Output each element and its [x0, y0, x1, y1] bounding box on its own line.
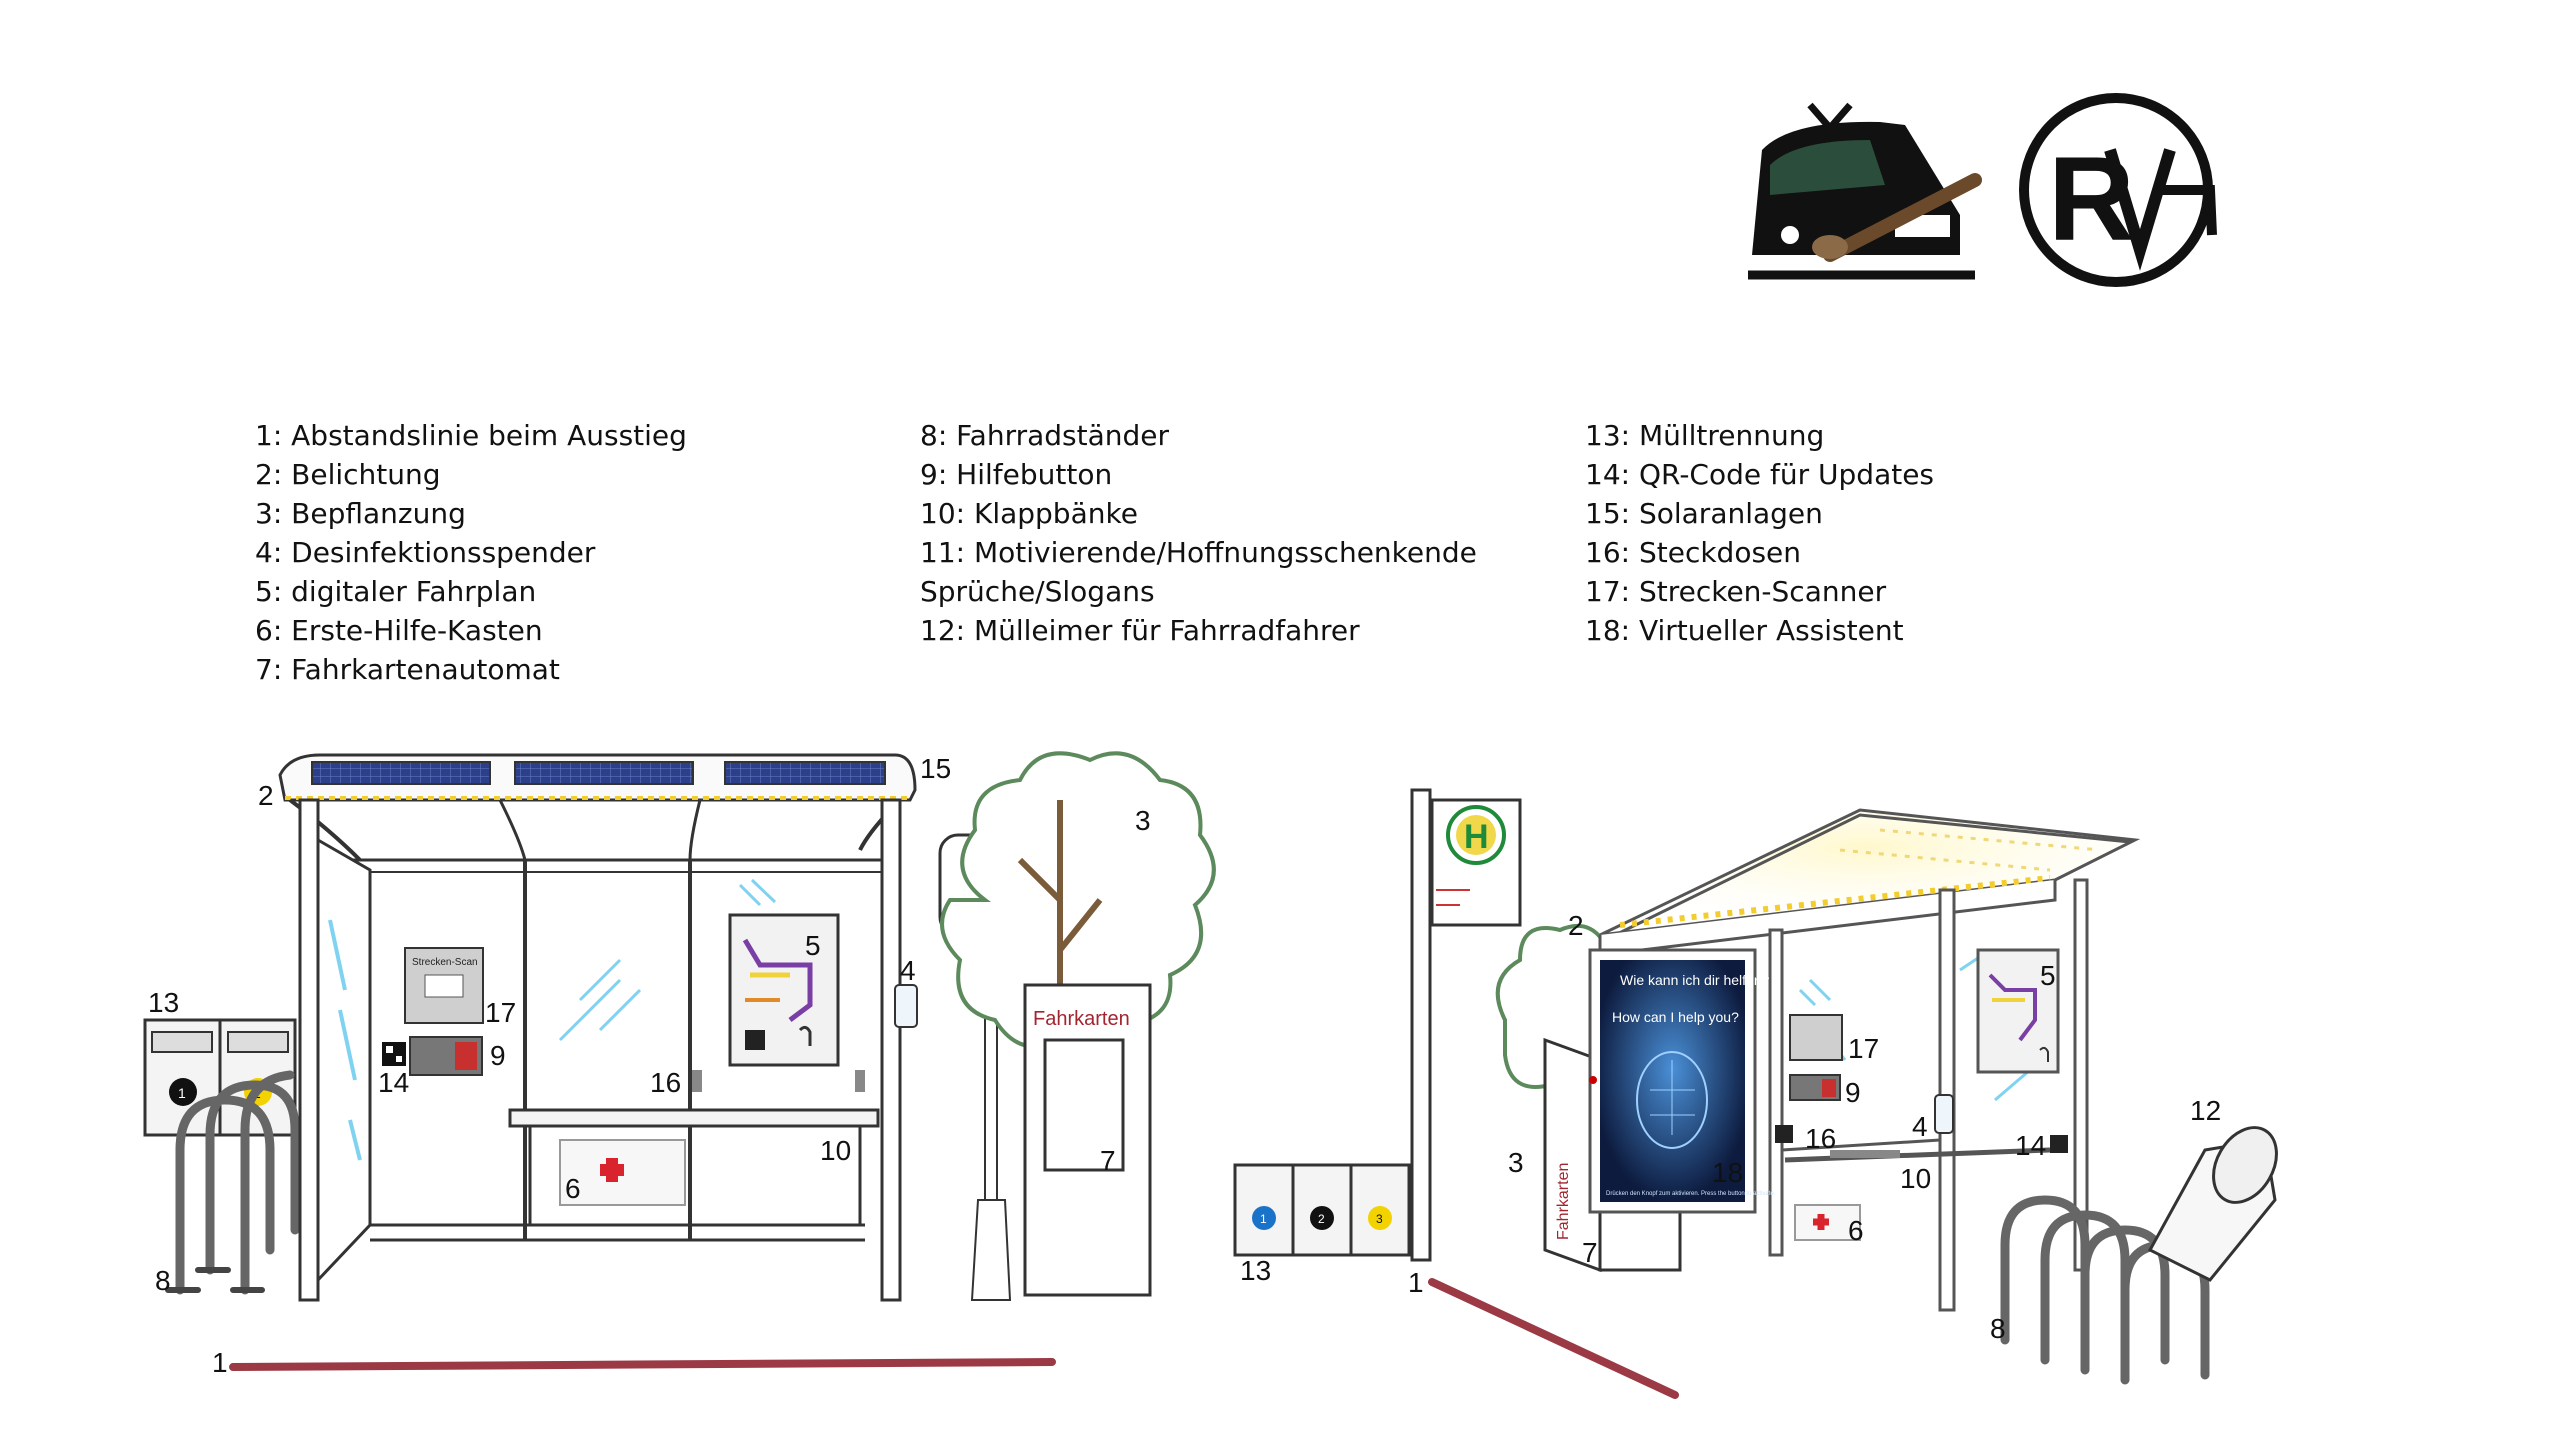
- stop-sign-letter: H: [1464, 818, 1489, 856]
- assistant-title-de: Wie kann ich dir helfen?: [1620, 972, 1770, 988]
- rag-logo: R: [2019, 93, 2217, 287]
- label-1: 1: [212, 1347, 228, 1378]
- label-7: 7: [1100, 1145, 1116, 1176]
- cyclist-trash-bin: [2147, 1126, 2278, 1282]
- bus-stop-sign: H: [1410, 788, 1522, 1262]
- disinfectant-dispenser: [1934, 1094, 1954, 1134]
- label-9: 9: [1845, 1077, 1861, 1108]
- label-4: 4: [1912, 1111, 1928, 1142]
- bin-badge: 3: [1376, 1212, 1383, 1226]
- ticket-machine-left: Fahrkarten: [1023, 983, 1152, 1297]
- legend-item: 10: Klappbänke: [920, 497, 1138, 530]
- assistant-title-en: How can I help you?: [1612, 1009, 1739, 1025]
- solar-panel: [514, 761, 694, 785]
- disinfectant-dispenser: [894, 984, 918, 1028]
- bin-badge: 1: [178, 1085, 186, 1101]
- label-2: 2: [1568, 910, 1584, 941]
- qr-code: [382, 1042, 406, 1066]
- light-strip: [1619, 875, 2051, 928]
- waste-bins-right: 1 2 3: [1233, 1163, 1411, 1257]
- bin-badge: 2: [1318, 1212, 1325, 1226]
- label-13: 13: [1240, 1255, 1271, 1286]
- label-13: 13: [148, 987, 179, 1018]
- bin-badge: 1: [1260, 1212, 1267, 1226]
- route-scanner: [1789, 1014, 1843, 1061]
- label-17: 17: [485, 997, 516, 1028]
- label-1: 1: [1408, 1267, 1424, 1298]
- label-16: 16: [650, 1067, 681, 1098]
- label-7: 7: [1582, 1237, 1598, 1268]
- ticket-label: Fahrkarten: [1033, 1008, 1130, 1030]
- bike-rack-left: [165, 1070, 300, 1295]
- label-16: 16: [1805, 1123, 1836, 1154]
- label-17: 17: [1848, 1033, 1879, 1064]
- train-logo: [1745, 102, 1982, 285]
- legend-item: 5: digitaler Fahrplan: [255, 575, 537, 608]
- tree-left: [940, 751, 1216, 1080]
- legend-item: 7: Fahrkartenautomat: [255, 653, 560, 686]
- first-aid-kit: [1794, 1204, 1861, 1241]
- folding-bench: [508, 1108, 880, 1128]
- label-10: 10: [820, 1135, 851, 1166]
- label-12: 12: [2190, 1095, 2221, 1126]
- distance-line-left: [229, 1358, 1056, 1371]
- label-3: 3: [1135, 805, 1151, 836]
- label-14: 14: [2015, 1130, 2046, 1161]
- label-6: 6: [1848, 1215, 1864, 1246]
- label-2: 2: [258, 780, 274, 811]
- legend-item: 16: Steckdosen: [1585, 536, 1802, 569]
- label-4: 4: [900, 955, 916, 986]
- qr-code: [2050, 1135, 2068, 1153]
- digital-timetable: [1976, 948, 2060, 1074]
- legend-item: 4: Desinfektionsspender: [255, 536, 596, 569]
- qr-code: [1775, 1125, 1793, 1143]
- legend-item: 12: Mülleimer für Fahrradfahrer: [920, 614, 1360, 647]
- legend-column-3: 13: Mülltrennung 14: QR-Code für Updates…: [1585, 416, 1934, 650]
- ticket-label: Fahrkarten: [1555, 1163, 1572, 1240]
- label-15: 15: [920, 753, 951, 784]
- legend-column-1: 1: Abstandslinie beim Ausstieg 2: Belich…: [255, 416, 687, 689]
- label-5: 5: [2040, 960, 2056, 991]
- label-8: 8: [1990, 1313, 2006, 1344]
- scanner-label: Strecken-Scan: [412, 957, 478, 968]
- solar-panel: [311, 761, 491, 785]
- legend-item: 1: Abstandslinie beim Ausstieg: [255, 419, 687, 452]
- label-10: 10: [1900, 1163, 1931, 1194]
- label-14: 14: [378, 1067, 409, 1098]
- legend-item: 6: Erste-Hilfe-Kasten: [255, 614, 543, 647]
- bus-shelter-left: Strecken-Scan: [278, 753, 918, 1302]
- legend-item: 14: QR-Code für Updates: [1585, 458, 1935, 491]
- legend-item: 17: Strecken-Scanner: [1585, 575, 1887, 608]
- legend-item: 8: Fahrradständer: [920, 419, 1170, 452]
- legend-item: 18: Virtueller Assistent: [1585, 614, 1904, 647]
- assistant-footer: Drücken den Knopf zum aktivieren. Press …: [1606, 1191, 1776, 1197]
- solar-panel: [724, 761, 886, 785]
- legend-item: 11: Motivierende/Hoffnungsschenkende: [920, 536, 1477, 569]
- label-9: 9: [490, 1040, 506, 1071]
- legend-item: 15: Solaranlagen: [1585, 497, 1823, 530]
- bus-shelter-right: Wie kann ich dir helfen? How can I help …: [1588, 808, 2141, 1312]
- legend-item: 13: Mülltrennung: [1585, 419, 1825, 452]
- legend-column-2: 8: Fahrradständer 9: Hilfebutton 10: Kla…: [920, 416, 1477, 650]
- label-8: 8: [155, 1265, 171, 1296]
- label-5: 5: [805, 930, 821, 961]
- label-3: 3: [1508, 1147, 1524, 1178]
- distance-line-right: [1428, 1278, 1679, 1399]
- label-18: 18: [1712, 1157, 1743, 1188]
- legend-item: 9: Hilfebutton: [920, 458, 1113, 491]
- legend-item: 2: Belichtung: [255, 458, 441, 491]
- label-6: 6: [565, 1173, 581, 1204]
- legend-item: Sprüche/Slogans: [920, 575, 1155, 608]
- legend-item: 3: Bepflanzung: [255, 497, 466, 530]
